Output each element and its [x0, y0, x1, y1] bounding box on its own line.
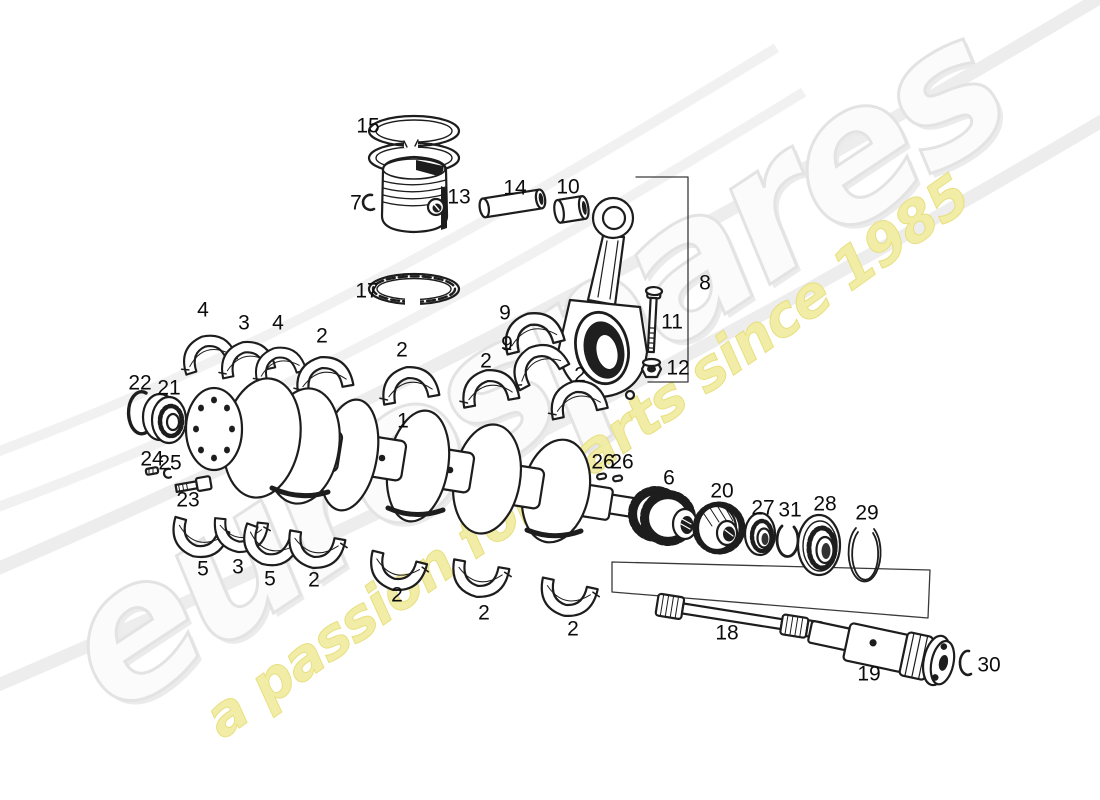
crank-keys — [596, 472, 624, 483]
helical-gear — [692, 501, 746, 555]
bracket-rod-assembly — [635, 176, 689, 383]
bearing-21 — [141, 392, 188, 445]
ring-30 — [958, 649, 973, 677]
wrist-pin-circlip — [361, 193, 376, 212]
bearing-28 — [796, 513, 842, 577]
intermediate-shaft — [654, 592, 825, 640]
bracket-lower-assembly — [611, 561, 931, 619]
timing-sprocket — [628, 486, 699, 546]
oil-scraper-ring — [367, 272, 461, 306]
piston — [380, 155, 449, 234]
wrist-pin — [478, 188, 547, 219]
small-end-bushing — [553, 194, 590, 224]
coupling-sleeve — [807, 620, 956, 687]
crankshaft — [184, 377, 650, 544]
small-fasteners — [144, 466, 213, 494]
ring-29 — [847, 527, 882, 583]
circlip-31 — [775, 524, 800, 558]
rod-nut — [640, 357, 663, 379]
rod-bolt — [644, 285, 664, 354]
piston-rings — [367, 114, 461, 175]
background-swoosh — [0, 0, 1100, 692]
flange-bolt-holes — [193, 396, 235, 462]
connecting-rod — [556, 196, 649, 401]
bearing-27 — [743, 511, 777, 557]
circlip-22 — [126, 390, 150, 436]
